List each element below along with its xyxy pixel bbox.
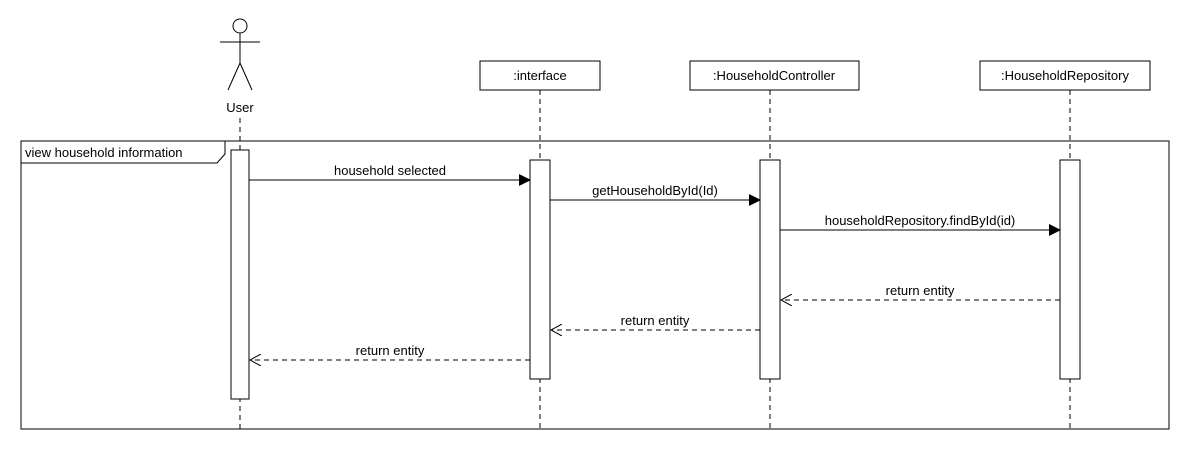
message-find-by-id: householdRepository.findById(id) xyxy=(780,213,1061,236)
actor-left-leg xyxy=(227,62,241,91)
message-return-entity-interface: return entity xyxy=(250,343,530,360)
participant-household-repository: :HouseholdRepository xyxy=(979,60,1151,91)
message-label: household selected xyxy=(334,163,446,178)
message-household-selected: household selected xyxy=(249,163,531,186)
frame-label: view household information xyxy=(25,145,183,160)
message-label: return entity xyxy=(886,283,955,298)
participant-label: :interface xyxy=(513,68,566,83)
controller-activation xyxy=(759,159,781,380)
participant-box xyxy=(479,60,601,91)
actor-head xyxy=(232,18,248,34)
participant-label: :HouseholdRepository xyxy=(1001,68,1129,83)
message-return-entity-controller: return entity xyxy=(551,313,760,330)
participant-household-controller: :HouseholdController xyxy=(689,60,860,91)
user-activation xyxy=(230,149,250,400)
interface-activation xyxy=(529,159,551,380)
participant-box xyxy=(689,60,860,91)
user-actor: User xyxy=(220,18,260,115)
actor-right-leg xyxy=(239,62,253,91)
participant-interface: :interface xyxy=(479,60,601,91)
message-label: householdRepository.findById(id) xyxy=(825,213,1016,228)
frame-border xyxy=(20,140,1170,430)
participant-box xyxy=(979,60,1151,91)
repository-activation xyxy=(1059,159,1081,380)
actor-label: User xyxy=(226,100,254,115)
participant-label: :HouseholdController xyxy=(713,68,836,83)
message-label: return entity xyxy=(356,343,425,358)
fragment-frame: view household information xyxy=(20,140,1170,430)
message-return-entity-repository: return entity xyxy=(781,283,1060,300)
message-get-household-by-id: getHouseholdById(Id) xyxy=(550,183,761,206)
frame-label-tab xyxy=(20,140,226,164)
message-label: getHouseholdById(Id) xyxy=(592,183,718,198)
message-label: return entity xyxy=(621,313,690,328)
